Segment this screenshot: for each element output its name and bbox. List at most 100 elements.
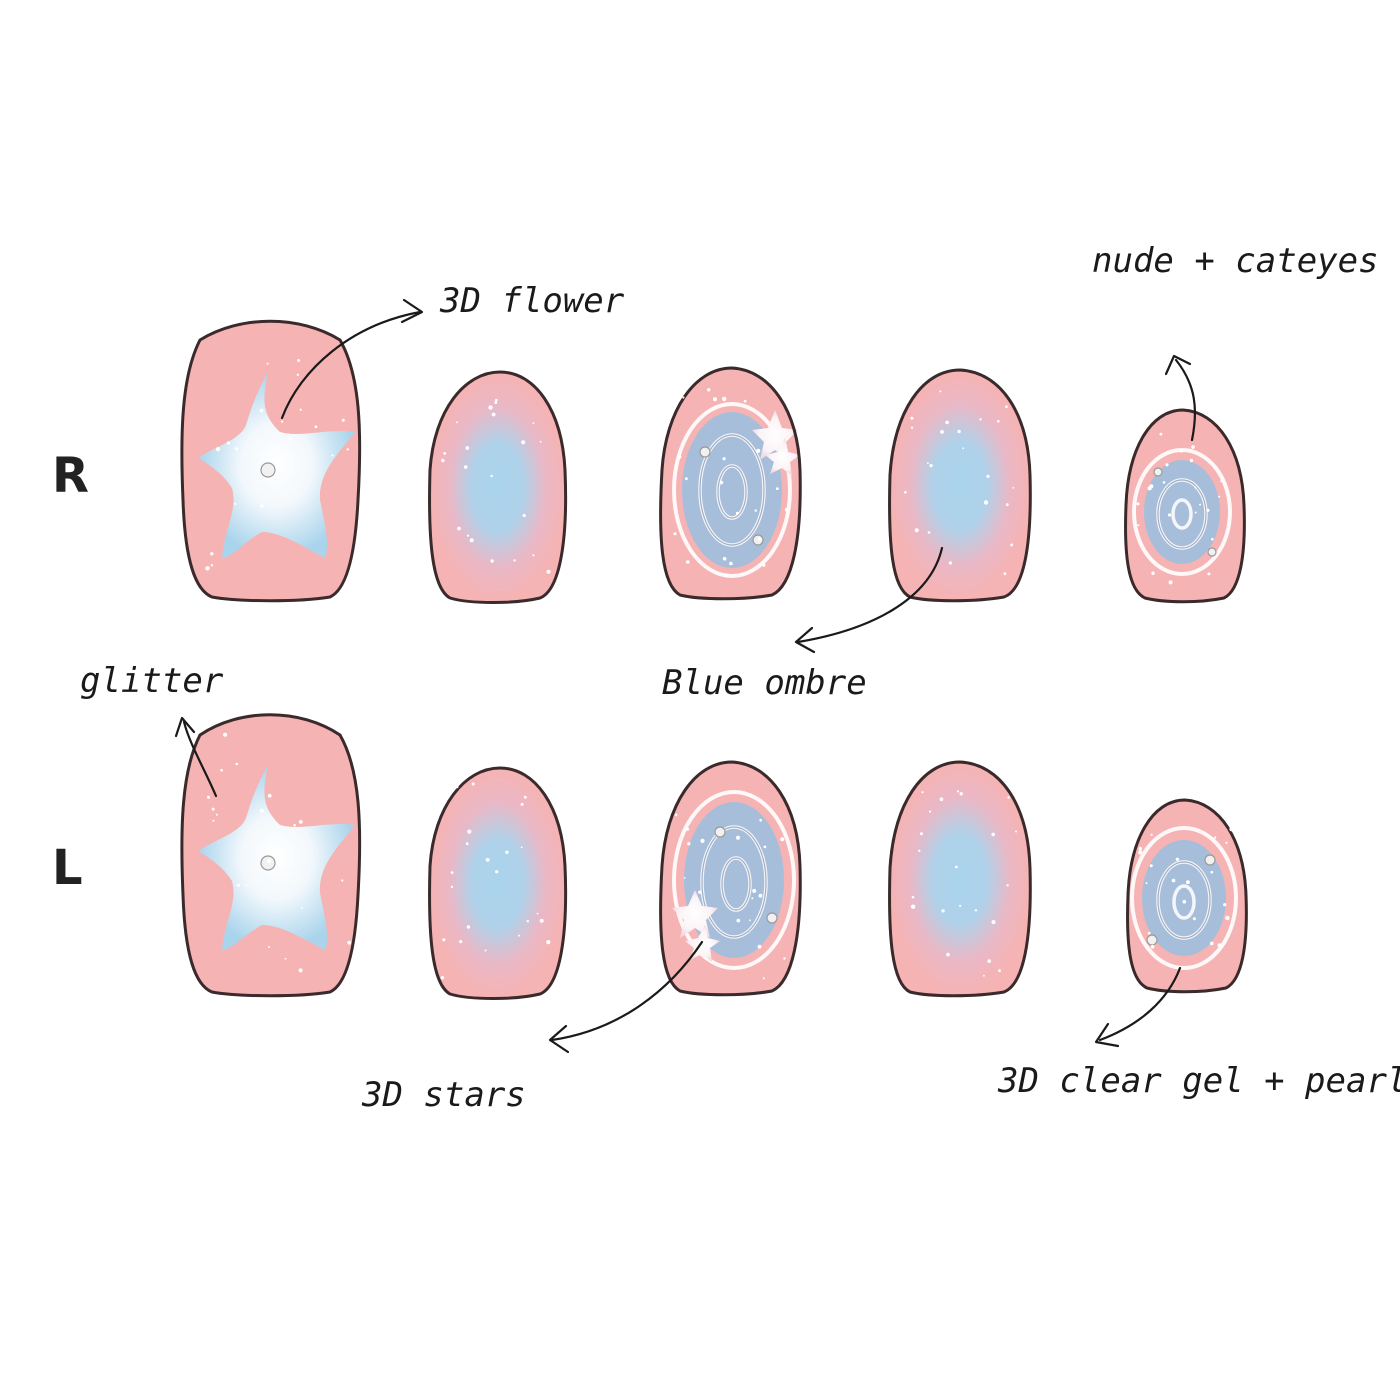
glitter-dot bbox=[1182, 899, 1187, 904]
glitter-dot bbox=[1194, 486, 1197, 489]
glitter-dot bbox=[235, 762, 239, 766]
label-3d-flower: 3D flower bbox=[439, 281, 625, 321]
glitter-dot bbox=[465, 446, 470, 450]
glitter-dot bbox=[1168, 580, 1173, 585]
glitter-dot bbox=[1225, 841, 1228, 844]
glitter-dot bbox=[700, 838, 705, 844]
glitter-dot bbox=[234, 502, 237, 505]
glitter-dot bbox=[215, 813, 218, 816]
glitter-dot bbox=[678, 455, 682, 459]
glitter-dot bbox=[1006, 884, 1009, 887]
glitter-dot bbox=[296, 373, 300, 376]
glitter-dot bbox=[494, 401, 498, 404]
glitter-dot bbox=[518, 934, 521, 937]
glitter-dot bbox=[288, 436, 293, 441]
glitter-dot bbox=[442, 938, 446, 942]
glitter-dot bbox=[1218, 495, 1221, 498]
flower-pearl bbox=[260, 855, 276, 871]
glitter-dot bbox=[956, 790, 960, 793]
glitter-dot bbox=[245, 884, 248, 887]
nail-l-pinky bbox=[1126, 798, 1248, 994]
glitter-dot bbox=[785, 513, 789, 516]
glitter-dot bbox=[957, 429, 961, 434]
glitter-dot bbox=[757, 944, 762, 949]
label-blue-ombre: Blue ombre bbox=[662, 663, 867, 703]
glitter-dot bbox=[762, 563, 766, 567]
glitter-dot bbox=[495, 870, 499, 874]
glitter-dot bbox=[904, 491, 907, 494]
nail-l-index bbox=[428, 766, 568, 1000]
glitter-dot bbox=[484, 949, 487, 952]
glitter-dot bbox=[513, 559, 516, 562]
glitter-dot bbox=[962, 447, 965, 450]
glitter-dot bbox=[266, 362, 269, 365]
glitter-dot bbox=[283, 458, 286, 461]
glitter-dot bbox=[1206, 508, 1210, 512]
glitter-dot bbox=[223, 732, 228, 737]
glitter-dot bbox=[1194, 511, 1197, 514]
arrowhead-cateyes bbox=[1164, 354, 1192, 376]
glitter-dot bbox=[685, 560, 690, 564]
glitter-dot bbox=[522, 513, 526, 518]
hand-label-left: L bbox=[52, 840, 83, 896]
glitter-dot bbox=[983, 974, 985, 977]
label-glitter: glitter bbox=[80, 661, 224, 701]
nail-l-middle bbox=[659, 760, 802, 997]
glitter-dot bbox=[939, 797, 944, 801]
arrow-cateyes bbox=[1174, 358, 1197, 442]
hand-label-right: R bbox=[52, 448, 89, 504]
glitter-dot bbox=[267, 793, 272, 798]
glitter-dot bbox=[211, 807, 215, 811]
glitter-dot bbox=[1012, 487, 1015, 489]
glitter-dot bbox=[268, 946, 271, 948]
arrowhead-glitter bbox=[174, 716, 196, 738]
glitter-dot bbox=[682, 396, 685, 399]
glitter-dot bbox=[526, 920, 529, 923]
glitter-dot bbox=[212, 819, 215, 822]
glitter-dot bbox=[293, 823, 296, 827]
glitter-dot bbox=[987, 959, 991, 963]
glitter-dot bbox=[698, 890, 702, 894]
glitter-dot bbox=[521, 440, 526, 445]
glitter-dot bbox=[927, 531, 931, 534]
glitter-dot bbox=[687, 842, 691, 846]
glitter-dot bbox=[1227, 522, 1230, 525]
glitter-dot bbox=[466, 534, 470, 537]
glitter-dot bbox=[1171, 878, 1176, 883]
glitter-dot bbox=[1005, 405, 1008, 409]
glitter-dot bbox=[759, 818, 762, 822]
glitter-dot bbox=[685, 477, 688, 481]
glitter-dot bbox=[1003, 572, 1007, 576]
glitter-dot bbox=[673, 532, 677, 536]
glitter-dot bbox=[736, 918, 741, 923]
glitter-dot bbox=[707, 388, 711, 392]
glitter-dot bbox=[1005, 503, 1009, 506]
glitter-dot bbox=[1214, 836, 1217, 839]
glitter-dot bbox=[986, 474, 990, 478]
glitter-dot bbox=[466, 925, 471, 929]
glitter-dot bbox=[1007, 796, 1010, 799]
glitter-dot bbox=[299, 408, 302, 411]
glitter-dot bbox=[751, 897, 754, 900]
glitter-dot bbox=[786, 780, 789, 782]
glitter-dot bbox=[911, 895, 915, 899]
glitter-dot bbox=[341, 418, 345, 422]
label-3d-stars: 3D stars bbox=[361, 1075, 526, 1115]
glitter-dot bbox=[495, 398, 498, 402]
glitter-dot bbox=[281, 420, 284, 423]
glitter-dot bbox=[347, 940, 352, 945]
glitter-dot bbox=[959, 904, 962, 907]
flower-pearl bbox=[260, 462, 276, 478]
glitter-dot bbox=[207, 795, 210, 799]
glitter-dot bbox=[1138, 850, 1143, 855]
pearl bbox=[714, 826, 726, 838]
glitter-dot bbox=[1229, 827, 1234, 832]
nail-r-middle bbox=[659, 366, 802, 601]
glitter-dot bbox=[1150, 944, 1155, 949]
glitter-dot bbox=[532, 554, 535, 557]
glitter-dot bbox=[722, 457, 726, 461]
glitter-dot bbox=[210, 564, 214, 567]
star-3d bbox=[765, 438, 800, 476]
glitter-dot bbox=[991, 832, 995, 837]
